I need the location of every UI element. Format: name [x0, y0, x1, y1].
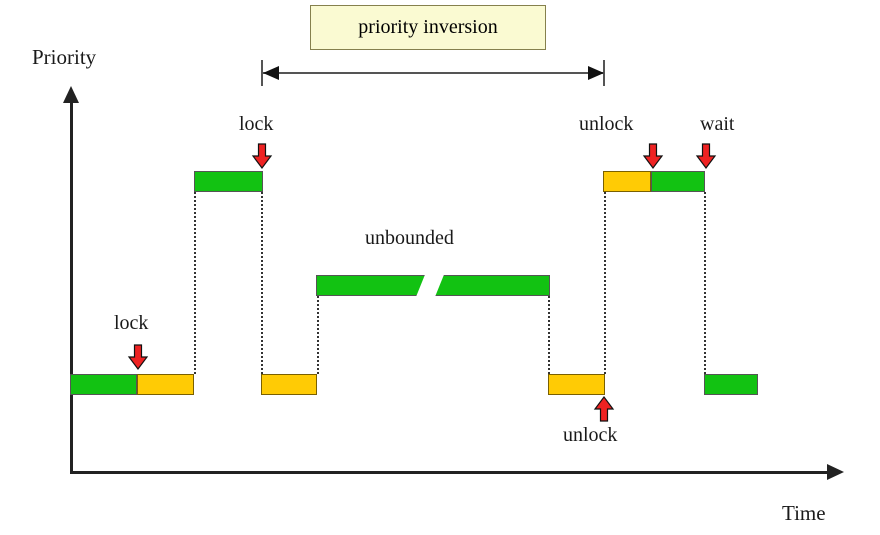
span-tick-left [261, 60, 263, 86]
segment-high-critical-1 [603, 171, 651, 192]
x-axis-arrowhead [827, 464, 844, 480]
y-axis-label: Priority [32, 45, 97, 69]
segment-low-critical-2 [261, 374, 317, 395]
lock-high-arrow-icon [251, 143, 273, 169]
x-axis-label: Time [782, 501, 826, 525]
guide-line [604, 192, 606, 374]
unbounded-label: unbounded [365, 227, 454, 249]
segment-low-run-1 [70, 374, 137, 395]
unlock-low-label: unlock [563, 424, 618, 446]
guide-line [194, 192, 196, 374]
segment-low-run-2 [704, 374, 758, 395]
segment-low-critical-3 [548, 374, 605, 395]
unlock-high-arrow-icon [642, 143, 664, 169]
y-axis-line [70, 98, 73, 474]
y-axis-arrowhead [63, 86, 79, 103]
x-axis-line [70, 471, 830, 474]
lock-low-label: lock [114, 312, 149, 334]
unlock-low-arrow-icon [593, 396, 615, 422]
guide-line [548, 296, 550, 374]
guide-line [261, 192, 263, 374]
span-tick-right [603, 60, 605, 86]
segment-high-run-1 [194, 171, 263, 192]
priority-inversion-note-label: priority inversion [358, 16, 498, 38]
guide-line [317, 296, 319, 374]
lock-high-label: lock [239, 113, 274, 135]
priority-inversion-span-line [263, 72, 603, 74]
span-arrowhead-right [588, 66, 604, 80]
lock-low-arrow-icon [127, 344, 149, 370]
span-arrowhead-left [263, 66, 279, 80]
priority-inversion-note-box: priority inversion [310, 5, 546, 50]
wait-arrow-icon [695, 143, 717, 169]
unlock-high-label: unlock [579, 113, 634, 135]
wait-label: wait [700, 113, 735, 135]
segment-high-run-2 [651, 171, 705, 192]
guide-line [704, 192, 706, 374]
segment-low-critical-1 [137, 374, 194, 395]
